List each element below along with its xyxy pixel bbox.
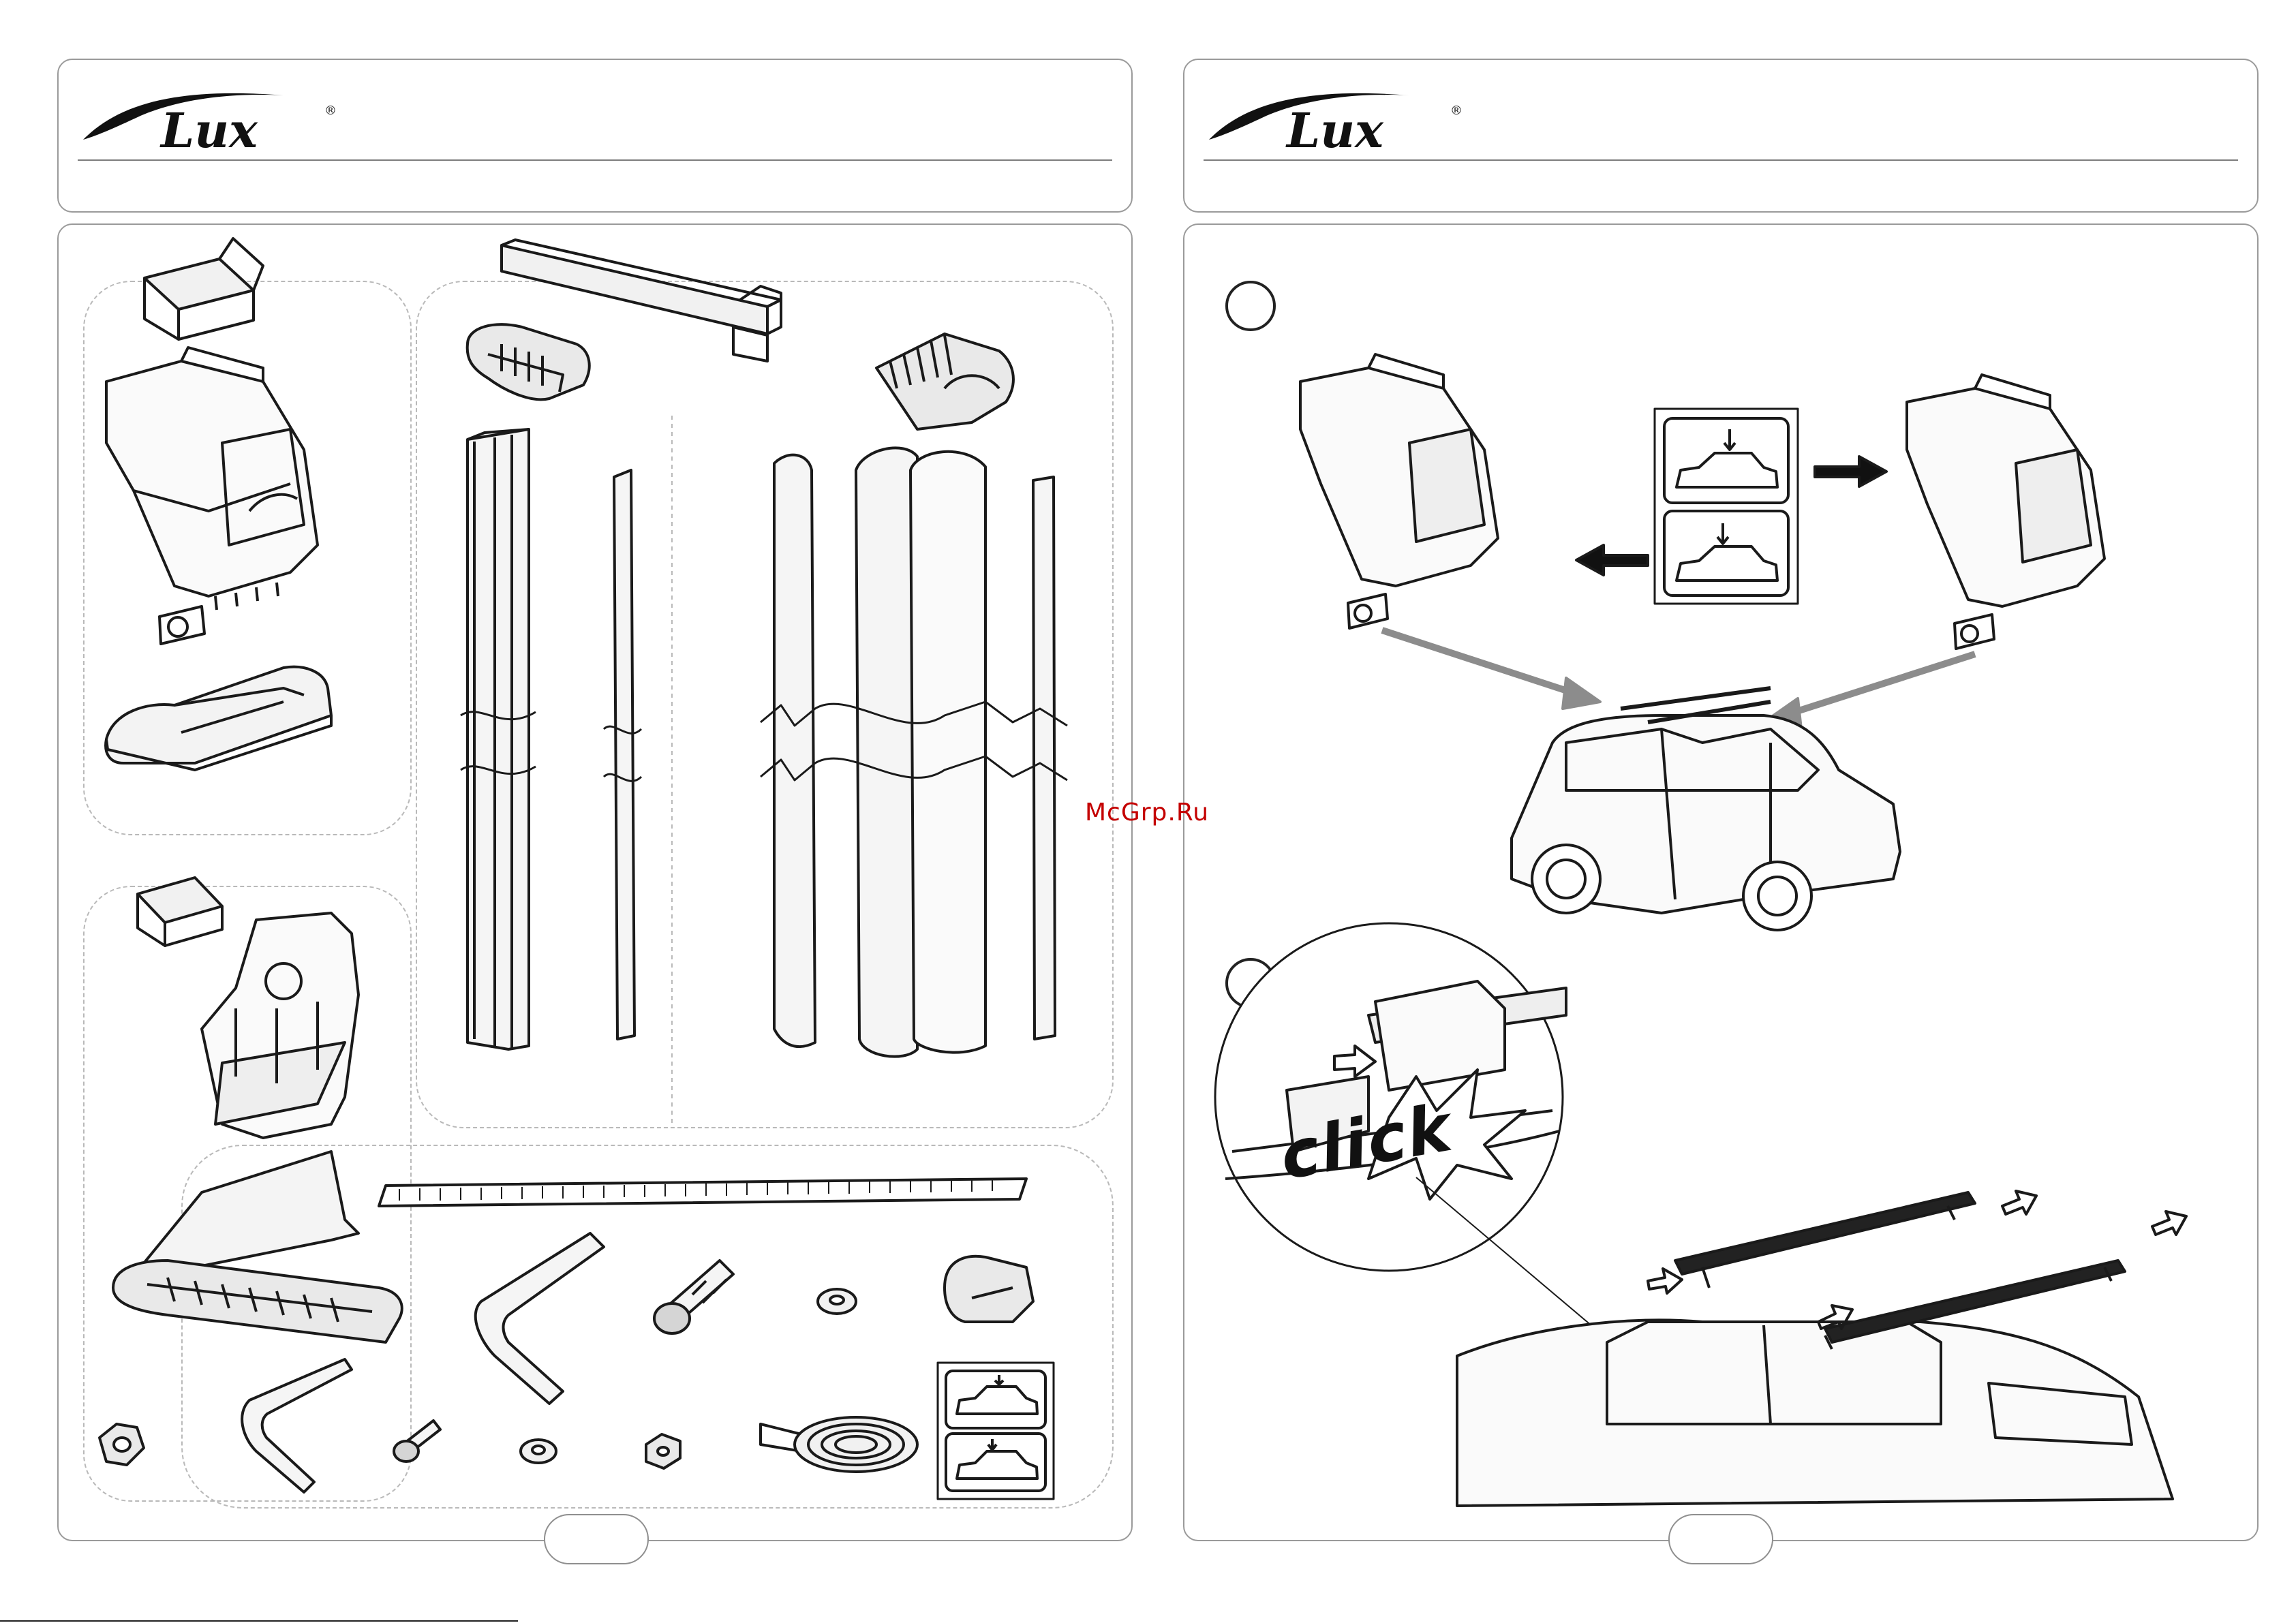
parts-list-panel: [57, 223, 1133, 1541]
lux-wordmark: Lux: [161, 102, 258, 159]
end-cap-ribbed-icon: [876, 334, 1013, 429]
washer-icon: [521, 1440, 556, 1463]
foot-pad-icon: [106, 667, 331, 770]
profile-channel-icon: [461, 429, 536, 1049]
nut-icon: [646, 1434, 680, 1468]
registered-mark: ®: [324, 104, 337, 118]
end-cap-icon: [468, 324, 590, 399]
lock-cylinder-icon: [945, 1256, 1033, 1322]
sticker-card-icon: [1655, 409, 1798, 604]
roof-foot-icon: [106, 347, 318, 644]
header-rule: [78, 159, 1112, 161]
lux-wordmark: Lux: [1287, 102, 1383, 159]
bolt-icon: [654, 1261, 733, 1333]
right-header-panel: Lux ®: [1183, 59, 2259, 213]
washer-icon: [818, 1289, 856, 1314]
profile-strip-icon: [604, 470, 641, 1039]
rubber-tray-icon: [113, 1261, 402, 1342]
arrow-left-icon: [1576, 545, 1648, 575]
tape-measure-icon: [379, 1179, 1026, 1206]
installation-drawing: [1184, 225, 2257, 1540]
watermark-text: McGrp.Ru: [1085, 799, 1209, 826]
lux-logo: Lux ®: [79, 75, 345, 150]
arrow-outline-icon: [1648, 1269, 1682, 1293]
arrow-right-icon: [1815, 457, 1886, 486]
box-icon: [138, 878, 222, 946]
parts-drawing: [59, 225, 1131, 1540]
car-icon: [1457, 1191, 2186, 1506]
arrow-outline-icon: [2002, 1191, 2036, 1214]
box-icon: [144, 238, 263, 339]
bolt-icon: [394, 1421, 440, 1462]
hex-key-icon: [242, 1359, 352, 1492]
hex-key-icon: [476, 1233, 604, 1404]
nut-icon: [100, 1424, 144, 1465]
footer-rule: [0, 1620, 518, 1622]
header-rule: [1204, 159, 2238, 161]
profile-curved-icon: [761, 448, 1067, 1056]
lux-logo: Lux ®: [1205, 75, 1471, 150]
roof-foot-icon: [1300, 354, 1498, 628]
arrow-outline-icon: [2152, 1211, 2186, 1235]
installation-panel: click: [1183, 223, 2259, 1541]
car-icon: [1512, 688, 1900, 930]
sticker-card-icon: [938, 1363, 1054, 1499]
arrow-gray-icon: [1784, 654, 1975, 715]
roof-foot-icon: [1907, 375, 2104, 649]
clamp-bracket-icon: [140, 913, 358, 1267]
left-header-panel: Lux ®: [57, 59, 1133, 213]
arrow-gray-icon: [1382, 630, 1580, 695]
tape-measure-icon: [761, 1417, 917, 1472]
registered-mark: ®: [1450, 104, 1463, 118]
